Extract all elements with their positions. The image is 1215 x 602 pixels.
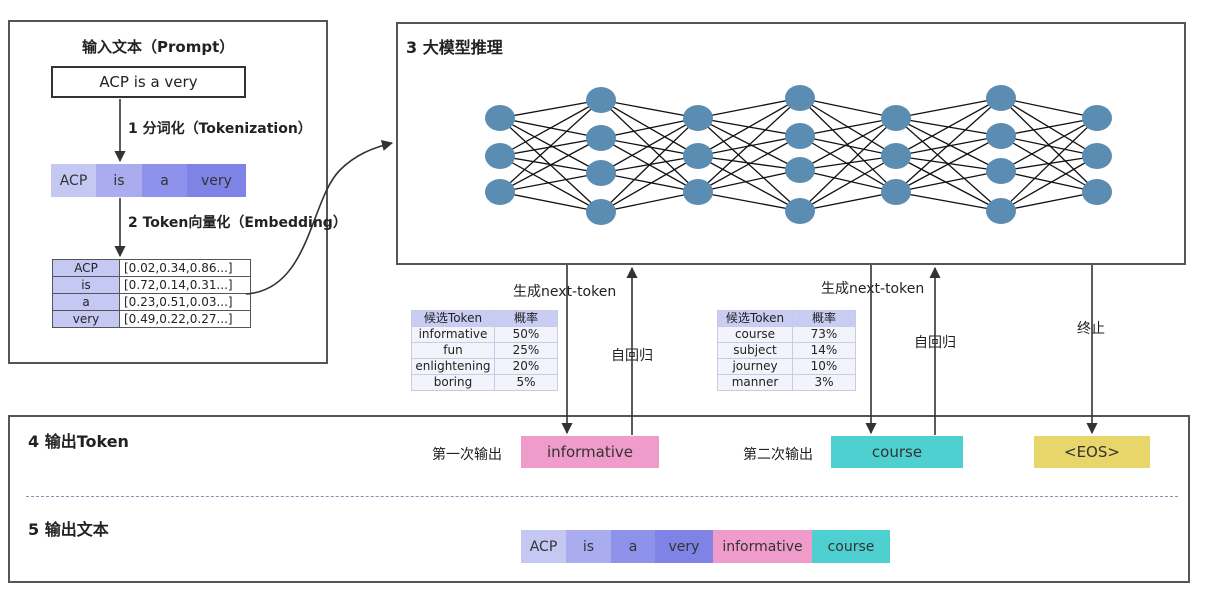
final-text-strip: ACP is a very informative course (521, 530, 890, 563)
final-token-segment: course (812, 530, 890, 563)
prompt-box: ACP is a very (51, 66, 246, 98)
final-token-segment: ACP (521, 530, 566, 563)
header-token: 候选Token (717, 310, 793, 327)
candidate-token: manner (717, 374, 793, 391)
embedding-vector: [0.72,0.14,0.31...] (119, 276, 251, 294)
second-output-label: 第二次输出 (743, 447, 813, 463)
candidate-prob: 50% (494, 326, 558, 343)
candidate-prob: 3% (792, 374, 856, 391)
header-prob: 概率 (494, 310, 558, 327)
step1-label: 1 分词化（Tokenization） (128, 121, 312, 137)
candidate-token: enlightening (411, 358, 495, 375)
candidate-prob: 5% (494, 374, 558, 391)
stop-label: 终止 (1077, 318, 1105, 338)
gen-next-token-label-2: 生成next-token (821, 278, 925, 298)
embedding-vector: [0.02,0.34,0.86...] (119, 259, 251, 277)
embedding-row: ACP[0.02,0.34,0.86...] (52, 259, 251, 277)
model-panel-title: 3 大模型推理 (406, 38, 503, 57)
header-prob: 概率 (792, 310, 856, 327)
embedding-token: a (52, 293, 120, 311)
embedding-row: a[0.23,0.51,0.03...] (52, 293, 251, 311)
embedding-table: ACP[0.02,0.34,0.86...] is[0.72,0.14,0.31… (52, 259, 251, 328)
candidate-token: course (717, 326, 793, 343)
first-output-label: 第一次输出 (432, 447, 502, 463)
eos-token: <EOS> (1034, 436, 1150, 468)
step2-label: 2 Token向量化（Embedding） (128, 215, 347, 231)
token-segment: very (187, 164, 246, 197)
candidate-token: subject (717, 342, 793, 359)
prompt-text: ACP is a very (99, 73, 198, 91)
candidate-prob: 25% (494, 342, 558, 359)
first-output-token: informative (521, 436, 659, 468)
candidate-token: informative (411, 326, 495, 343)
token-segment: ACP (51, 164, 96, 197)
final-token-segment: informative (713, 530, 812, 563)
candidate-prob: 10% (792, 358, 856, 375)
candidate-token: boring (411, 374, 495, 391)
embedding-vector: [0.49,0.22,0.27...] (119, 310, 251, 328)
candidate-prob: 14% (792, 342, 856, 359)
embedding-token: is (52, 276, 120, 294)
section-divider (26, 496, 1178, 497)
gen-next-token-label-1: 生成next-token (513, 281, 617, 301)
second-output-token: course (831, 436, 963, 468)
candidate-prob: 73% (792, 326, 856, 343)
final-token-segment: very (655, 530, 713, 563)
token-segment: a (142, 164, 187, 197)
output-text-title: 5 输出文本 (28, 520, 109, 539)
embedding-token: ACP (52, 259, 120, 277)
candidate-token: fun (411, 342, 495, 359)
autoregress-label-1: 自回归 (611, 345, 653, 365)
final-token-segment: is (566, 530, 611, 563)
embedding-token: very (52, 310, 120, 328)
model-panel (396, 22, 1186, 265)
embedding-row: is[0.72,0.14,0.31...] (52, 276, 251, 294)
input-panel-title: 输入文本（Prompt） (82, 38, 235, 56)
output-token-title: 4 输出Token (28, 432, 129, 451)
autoregress-label-2: 自回归 (914, 332, 956, 352)
embedding-vector: [0.23,0.51,0.03...] (119, 293, 251, 311)
embedding-row: very[0.49,0.22,0.27...] (52, 310, 251, 328)
candidate-prob: 20% (494, 358, 558, 375)
header-token: 候选Token (411, 310, 495, 327)
token-segment: is (96, 164, 142, 197)
candidate-token: journey (717, 358, 793, 375)
token-strip: ACP is a very (51, 164, 246, 197)
final-token-segment: a (611, 530, 655, 563)
